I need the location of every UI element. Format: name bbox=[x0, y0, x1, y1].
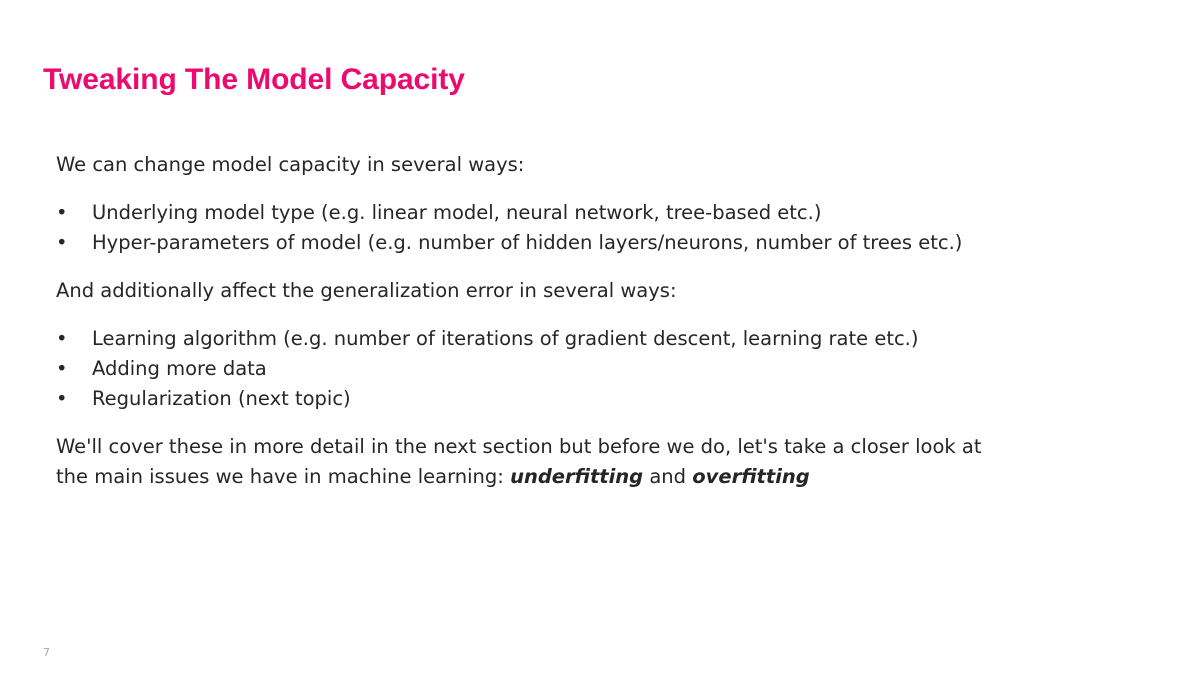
intro-paragraph: We can change model capacity in several … bbox=[56, 153, 525, 176]
closing-paragraph-conjunction: and bbox=[643, 465, 693, 488]
bullet-dot-icon: • bbox=[56, 231, 68, 254]
spacer bbox=[56, 414, 1056, 432]
emphasis-underfitting: underfitting bbox=[510, 465, 644, 488]
page-number: 7 bbox=[43, 646, 50, 659]
list-item: • Learning algorithm (e.g. number of ite… bbox=[56, 324, 1056, 354]
second-paragraph: And additionally affect the generalizati… bbox=[56, 279, 677, 302]
capacity-bullet-list: • Underlying model type (e.g. linear mod… bbox=[56, 198, 1056, 258]
closing-paragraph: We'll cover these in more detail in the … bbox=[56, 432, 1006, 492]
spacer bbox=[56, 258, 1056, 276]
closing-paragraph-text: We'll cover these in more detail in the … bbox=[56, 435, 982, 488]
bullet-dot-icon: • bbox=[56, 327, 68, 350]
spacer bbox=[56, 180, 1056, 198]
list-item-label: Adding more data bbox=[92, 357, 267, 380]
list-item: • Regularization (next topic) bbox=[56, 384, 1056, 414]
page-title: Tweaking The Model Capacity bbox=[43, 63, 465, 97]
bullet-dot-icon: • bbox=[56, 387, 68, 410]
list-item-label: Learning algorithm (e.g. number of itera… bbox=[92, 327, 919, 350]
list-item-label: Regularization (next topic) bbox=[92, 387, 351, 410]
list-item: • Hyper-parameters of model (e.g. number… bbox=[56, 228, 1056, 258]
slide-body: We can change model capacity in several … bbox=[56, 150, 1056, 492]
list-item: • Adding more data bbox=[56, 354, 1056, 384]
list-item-label: Underlying model type (e.g. linear model… bbox=[92, 201, 822, 224]
generalization-bullet-list: • Learning algorithm (e.g. number of ite… bbox=[56, 324, 1056, 414]
bullet-dot-icon: • bbox=[56, 357, 68, 380]
list-item: • Underlying model type (e.g. linear mod… bbox=[56, 198, 1056, 228]
spacer bbox=[56, 306, 1056, 324]
list-item-label: Hyper-parameters of model (e.g. number o… bbox=[92, 231, 963, 254]
bullet-dot-icon: • bbox=[56, 201, 68, 224]
emphasis-overfitting: overfitting bbox=[692, 465, 810, 488]
